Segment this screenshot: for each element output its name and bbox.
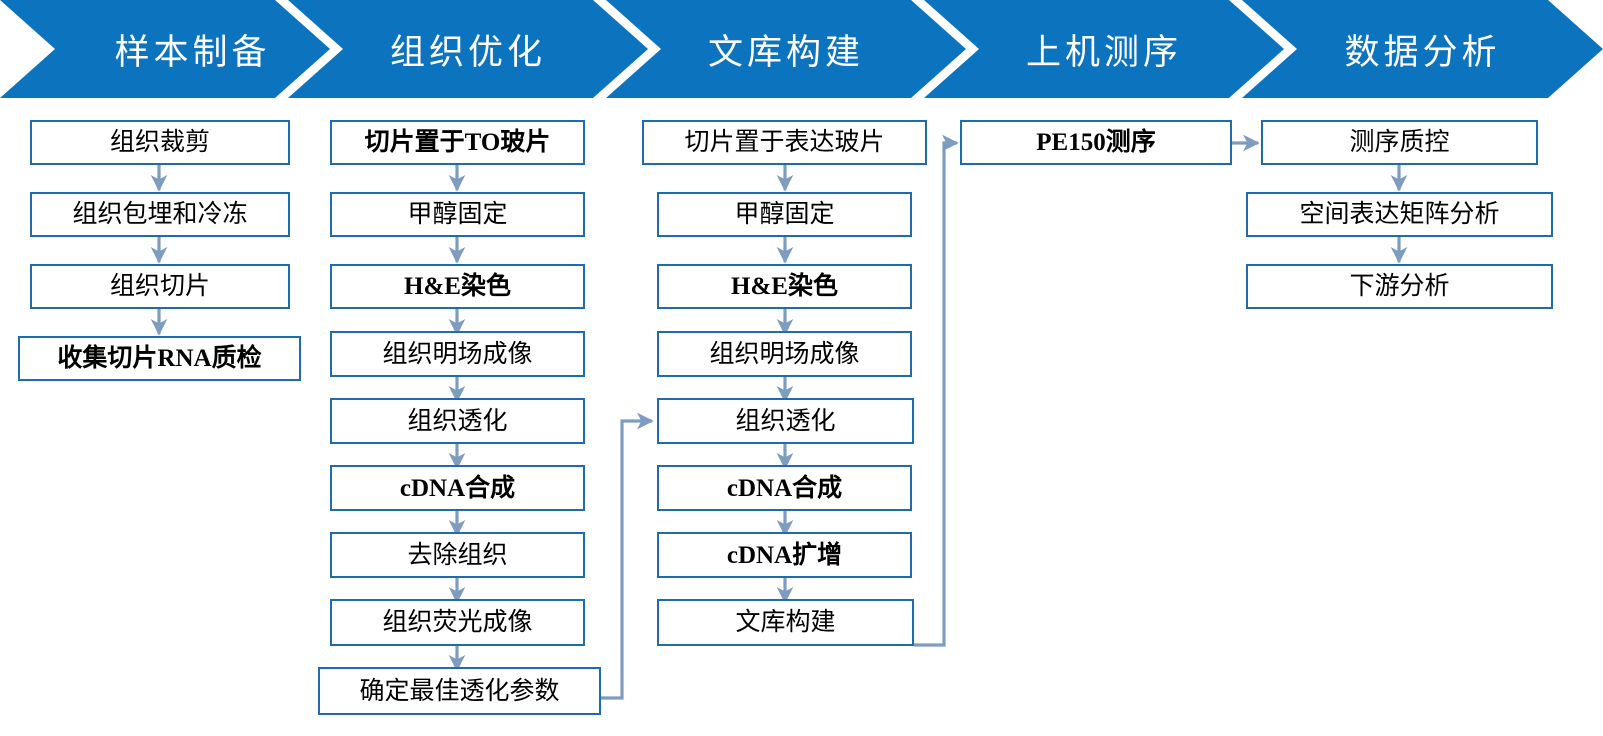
- node-to-slide-placement[interactable]: 切片置于TO玻片: [330, 120, 585, 165]
- node-library-construction[interactable]: 文库构建: [657, 599, 914, 646]
- node-methanol-fixation-lib[interactable]: 甲醇固定: [657, 192, 912, 237]
- node-methanol-fixation-to[interactable]: 甲醇固定: [330, 192, 585, 237]
- node-cdna-amplification[interactable]: cDNA扩增: [657, 532, 912, 578]
- chevron-shape-1: [0, 0, 330, 98]
- node-pe150-sequencing[interactable]: PE150测序: [960, 120, 1232, 165]
- chevron-shape-4: [924, 0, 1284, 98]
- connector-optimization-to-permeabilization: [601, 412, 654, 700]
- node-downstream-analysis[interactable]: 下游分析: [1246, 264, 1553, 309]
- chevron-shape-2: [288, 0, 648, 98]
- node-he-staining-lib[interactable]: H&E染色: [657, 264, 912, 309]
- node-optimal-permeabilization-params[interactable]: 确定最佳透化参数: [318, 667, 601, 715]
- process-stage-banner: 样本制备 组织优化 文库构建 上机测序 数据分析: [0, 0, 1603, 98]
- node-cdna-synthesis-to[interactable]: cDNA合成: [330, 465, 585, 511]
- node-he-staining-to[interactable]: H&E染色: [330, 264, 585, 309]
- node-tissue-removal[interactable]: 去除组织: [330, 532, 585, 578]
- node-tissue-sectioning[interactable]: 组织切片: [30, 264, 290, 309]
- node-fluorescence-imaging[interactable]: 组织荧光成像: [330, 599, 585, 646]
- chevron-shape-3: [606, 0, 966, 98]
- banner-chevrons: [0, 0, 1603, 98]
- node-cdna-synthesis-lib[interactable]: cDNA合成: [657, 465, 912, 511]
- node-rna-qc[interactable]: 收集切片RNA质检: [18, 336, 301, 381]
- node-embedding-freezing[interactable]: 组织包埋和冷冻: [30, 192, 290, 237]
- connector-library-to-sequencing: [914, 134, 959, 647]
- node-brightfield-imaging-to[interactable]: 组织明场成像: [330, 331, 585, 377]
- node-brightfield-imaging-lib[interactable]: 组织明场成像: [657, 331, 912, 377]
- node-permeabilization-to[interactable]: 组织透化: [330, 398, 585, 444]
- node-permeabilization-lib[interactable]: 组织透化: [657, 398, 914, 444]
- node-sequencing-qc[interactable]: 测序质控: [1261, 120, 1538, 165]
- node-expression-slide-placement[interactable]: 切片置于表达玻片: [642, 120, 927, 165]
- chevron-shape-5: [1242, 0, 1603, 98]
- node-spatial-expression-matrix[interactable]: 空间表达矩阵分析: [1246, 192, 1553, 237]
- node-tissue-trimming[interactable]: 组织裁剪: [30, 120, 290, 165]
